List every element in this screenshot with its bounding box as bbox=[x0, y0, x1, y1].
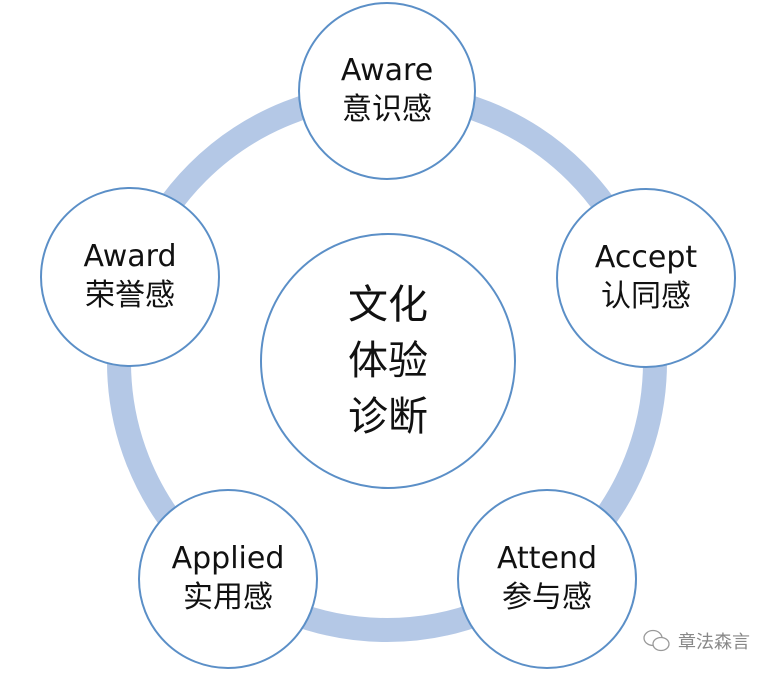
node-en: Award bbox=[83, 239, 177, 274]
node-applied: Applied 实用感 bbox=[138, 489, 318, 669]
node-en: Aware bbox=[340, 53, 434, 88]
node-cn: 参与感 bbox=[502, 580, 592, 615]
wechat-icon bbox=[643, 629, 670, 652]
node-cn: 认同感 bbox=[601, 279, 691, 314]
center-line: 文化 bbox=[348, 282, 428, 328]
node-en: Attend bbox=[496, 541, 598, 576]
node-en: Accept bbox=[594, 240, 698, 275]
node-cn: 荣誉感 bbox=[85, 278, 175, 313]
node-cn: 意识感 bbox=[342, 92, 432, 127]
node-aware: Aware 意识感 bbox=[298, 2, 476, 180]
node-attend: Attend 参与感 bbox=[457, 489, 637, 669]
node-cn: 实用感 bbox=[183, 580, 273, 615]
node-en: Applied bbox=[171, 541, 285, 576]
node-award: Award 荣誉感 bbox=[40, 187, 220, 367]
watermark: 章法森言 bbox=[642, 628, 750, 654]
center-node: 文化 体验 诊断 bbox=[260, 233, 516, 489]
center-line: 诊断 bbox=[348, 394, 428, 440]
node-accept: Accept 认同感 bbox=[556, 188, 736, 368]
watermark-text: 章法森言 bbox=[678, 632, 750, 653]
center-line: 体验 bbox=[348, 338, 428, 384]
